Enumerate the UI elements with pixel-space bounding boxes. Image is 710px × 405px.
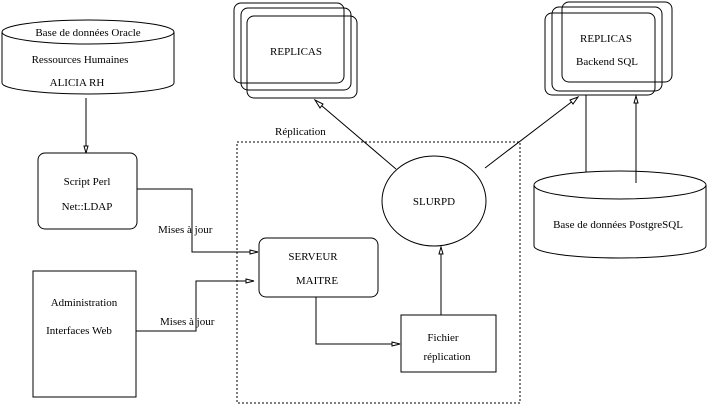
replicas-layer-back (233, 2, 345, 84)
oracle-database[interactable]: Base de données Oracle Ressources Humain… (1, 19, 175, 95)
slurpd-ellipse (381, 155, 487, 247)
arrowhead (245, 278, 255, 284)
edge-label-mises-a-jour-2: Mises à jour (160, 316, 215, 328)
replicas-label: REPLICAS (270, 46, 322, 58)
arrowhead (313, 98, 324, 109)
replication-group: Réplication (236, 126, 521, 404)
arrowhead (249, 249, 259, 255)
edge-postgres-to-replicas-sql (633, 94, 639, 183)
admin-web-node[interactable]: Administration Interfaces Web (32, 270, 137, 398)
edge-label-mises-a-jour-1: Mises à jour (158, 224, 213, 236)
oracle-database-subtitle: Ressources Humaines (32, 54, 129, 66)
arrowhead (633, 94, 639, 104)
replication-group-border (236, 141, 521, 404)
edge-oracle-to-script (83, 98, 89, 155)
postgres-database-body (533, 185, 707, 259)
serveur-maitre-node[interactable]: SERVEUR MAITRE (258, 237, 379, 298)
replicas-sql-label: REPLICAS (580, 33, 632, 45)
fichier-replication-sublabel: réplication (423, 351, 471, 363)
postgres-database-top (533, 170, 707, 200)
replicas-layer-middle (240, 7, 352, 91)
arrowhead (438, 245, 444, 255)
replicas-sql-node[interactable]: REPLICAS Backend SQL (544, 1, 673, 96)
replicas-layer-front (246, 15, 358, 99)
fichier-replication-box (400, 314, 497, 373)
edge-slurpd-to-replicas (313, 98, 397, 170)
edge-admin-to-serveur: Mises à jour (136, 278, 255, 332)
edge-fichier-to-slurpd (438, 245, 444, 315)
admin-web-label: Administration (51, 297, 118, 309)
oracle-database-top (1, 19, 175, 45)
serveur-maitre-label: SERVEUR (288, 251, 338, 263)
postgres-database-label: Base de données PostgreSQL (553, 219, 683, 231)
replicas-node[interactable]: REPLICAS (233, 2, 358, 99)
replicas-sql-sublabel: Backend SQL (576, 56, 638, 68)
script-perl-node[interactable]: Script Perl Net::LDAP (37, 152, 138, 230)
admin-web-sublabel: Interfaces Web (46, 325, 112, 337)
edge-replicas-sql-to-postgres (583, 95, 589, 183)
oracle-database-body (1, 32, 175, 95)
edge-serveur-to-fichier (315, 297, 401, 347)
serveur-maitre-box (258, 237, 379, 298)
slurpd-node[interactable]: SLURPD (381, 155, 487, 247)
slurpd-label: SLURPD (413, 196, 455, 208)
postgres-database[interactable]: Base de données PostgreSQL (533, 170, 707, 259)
admin-web-box (32, 270, 137, 398)
replicas-sql-layer-back (561, 1, 673, 83)
script-perl-sublabel: Net::LDAP (62, 201, 113, 213)
edge-script-to-serveur: Mises à jour (137, 188, 259, 255)
fichier-replication-label: Fichier (427, 332, 458, 344)
script-perl-box (37, 152, 138, 230)
arrowhead (83, 145, 89, 155)
replication-group-label: Réplication (275, 126, 326, 138)
arrowhead (569, 95, 580, 105)
replicas-sql-layer-middle (551, 6, 663, 92)
serveur-maitre-sublabel: MAITRE (296, 275, 338, 287)
replicas-sql-layer-front (544, 12, 656, 96)
script-perl-label: Script Perl (64, 176, 111, 188)
fichier-replication-node[interactable]: Fichier réplication (400, 314, 497, 373)
edge-slurpd-to-replicas-sql (484, 95, 580, 169)
oracle-database-title: Base de données Oracle (35, 27, 140, 39)
arrowhead (391, 341, 401, 347)
oracle-database-name: ALICIA RH (50, 77, 105, 89)
